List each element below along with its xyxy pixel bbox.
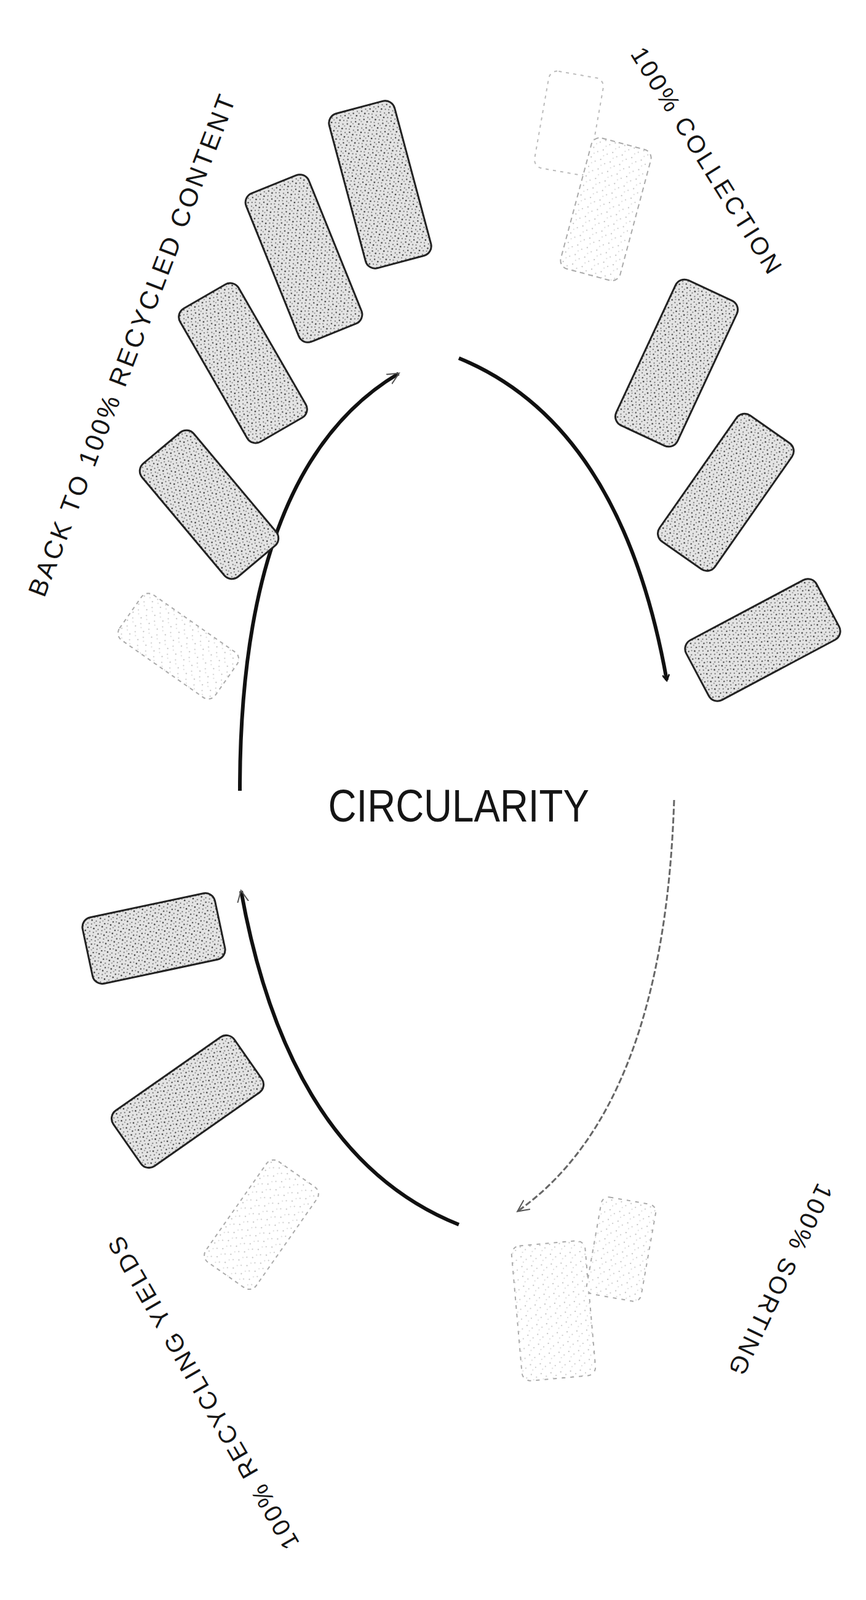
cycle-arrows — [239, 357, 675, 1224]
center-title: CIRCULARITY — [328, 780, 590, 831]
tray-group — [80, 890, 322, 1292]
tray-group — [511, 1195, 658, 1381]
arrow — [517, 799, 675, 1211]
stage-label: BACK TO 100% RECYCLED CONTENT — [22, 88, 242, 601]
tray-group — [114, 98, 433, 702]
stage-label: 100% RECYCLING YIELDS — [101, 1228, 305, 1554]
stage-label: 100% COLLECTION — [626, 41, 790, 280]
tray-group — [533, 69, 844, 704]
stage-label: 100% SORTING — [722, 1179, 838, 1381]
